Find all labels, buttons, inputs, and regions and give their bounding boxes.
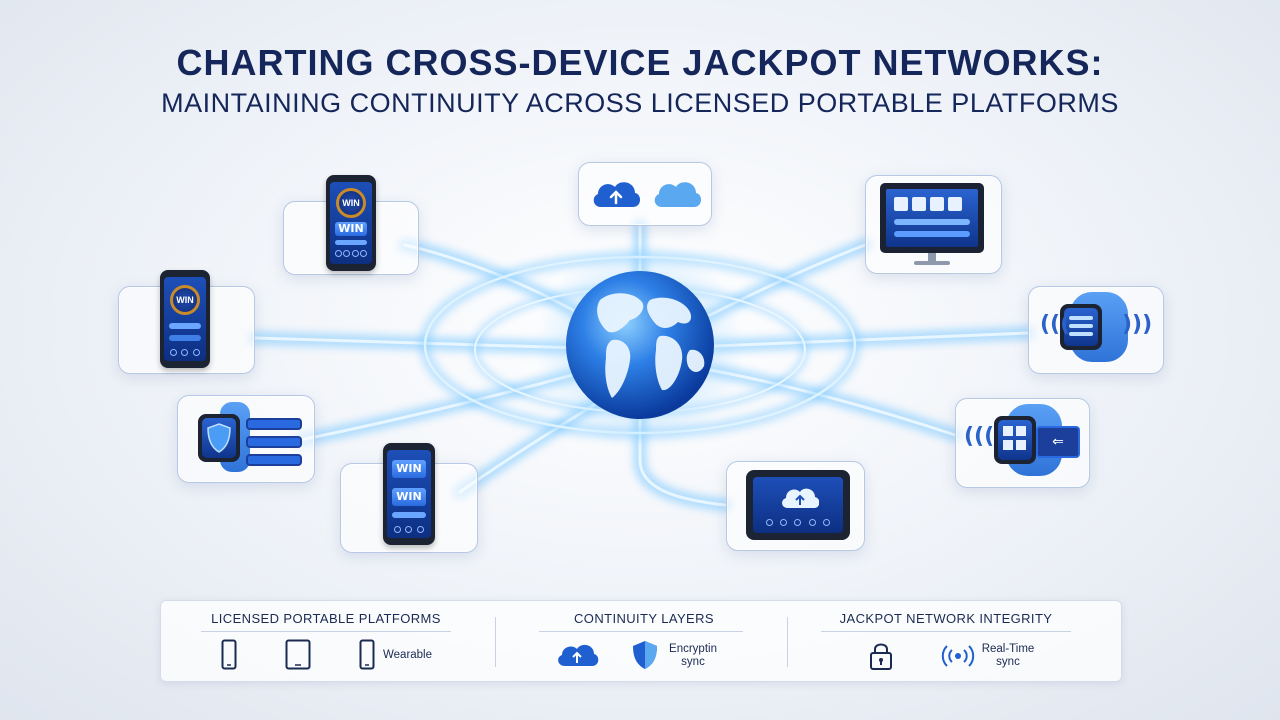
tablet-icon [746, 470, 850, 540]
wearable-icon [359, 639, 375, 670]
cloud-upload-icon [593, 182, 641, 207]
legend-heading-integrity: JACKPOT NETWORK INTEGRITY [839, 611, 1053, 626]
monitor-base [914, 261, 950, 265]
legend-label-line: Real-Time [981, 643, 1035, 655]
control-dots [762, 519, 834, 526]
lock-icon [870, 643, 892, 670]
signal-wave-icon: ))) [1122, 312, 1153, 337]
control-dots [168, 349, 202, 356]
legend-panel: LICENSED PORTABLE PLATFORMS Wearable CON… [160, 600, 1122, 682]
divider [201, 631, 451, 632]
progress-bar [392, 512, 426, 518]
smartphone-icon [221, 639, 237, 670]
legend-label-line: sync [681, 656, 705, 668]
shield-icon [207, 423, 231, 453]
legend-label-realtime: Real-Time sync [977, 643, 1039, 669]
status-lines [246, 418, 302, 466]
progress-bar [894, 219, 970, 225]
smartphone-icon: WIN [160, 270, 210, 368]
win-badge: WIN [335, 222, 367, 236]
control-dots [334, 250, 368, 257]
divider [787, 617, 788, 667]
smartphone-icon: WIN WIN [326, 175, 376, 271]
monitor-stand [928, 253, 936, 261]
tablet-icon [285, 639, 311, 670]
title-line-1: CHARTING CROSS-DEVICE JACKPOT NETWORKS: [176, 42, 1104, 83]
cloud-upload-icon [558, 644, 599, 666]
progress-bar [169, 323, 201, 329]
legend-continuity: CONTINUITY LAYERS Encryptin sync [499, 601, 789, 681]
legend-heading-platforms: LICENSED PORTABLE PLATFORMS [211, 611, 441, 626]
prize-wheel: WIN [170, 285, 200, 315]
wearable-icon [198, 414, 240, 462]
win-badge: WIN [392, 488, 426, 506]
legend-label-encryption: Encryptin sync [663, 643, 723, 669]
progress-bar [169, 335, 201, 341]
legend-label-wearable: Wearable [383, 649, 433, 661]
broadcast-icon [941, 645, 975, 667]
nfc-card-icon: ⇐ [1036, 426, 1080, 458]
signal-wave-icon: ((( [964, 424, 995, 449]
shield-icon [633, 641, 657, 669]
divider [821, 631, 1071, 632]
slot-reels [894, 197, 962, 211]
cloud-sync-card[interactable] [578, 162, 712, 226]
smartphone-icon: WIN WIN [383, 443, 435, 545]
cloud-upload-icon [782, 488, 819, 508]
wearable-icon [994, 416, 1036, 464]
progress-bar [894, 231, 970, 237]
legend-platforms: LICENSED PORTABLE PLATFORMS Wearable [161, 601, 491, 681]
wearable-icon [1060, 304, 1102, 350]
legend-label-line: sync [996, 656, 1020, 668]
title-line-2: MAINTAINING CONTINUITY ACROSS LICENSED P… [161, 88, 1119, 118]
control-dots [391, 526, 426, 533]
divider [495, 617, 496, 667]
signal-wave-icon: ((( [1040, 312, 1071, 337]
globe-icon [566, 271, 714, 419]
legend-heading-continuity: CONTINUITY LAYERS [574, 611, 714, 626]
prize-wheel: WIN [336, 188, 366, 218]
legend-integrity: JACKPOT NETWORK INTEGRITY Real-Time sync [791, 601, 1121, 681]
cloud-icon [654, 182, 702, 207]
legend-label-line: Encryptin [669, 643, 717, 655]
monitor-icon [880, 183, 984, 253]
divider [539, 631, 743, 632]
progress-bar [335, 240, 367, 245]
win-badge: WIN [392, 460, 426, 478]
